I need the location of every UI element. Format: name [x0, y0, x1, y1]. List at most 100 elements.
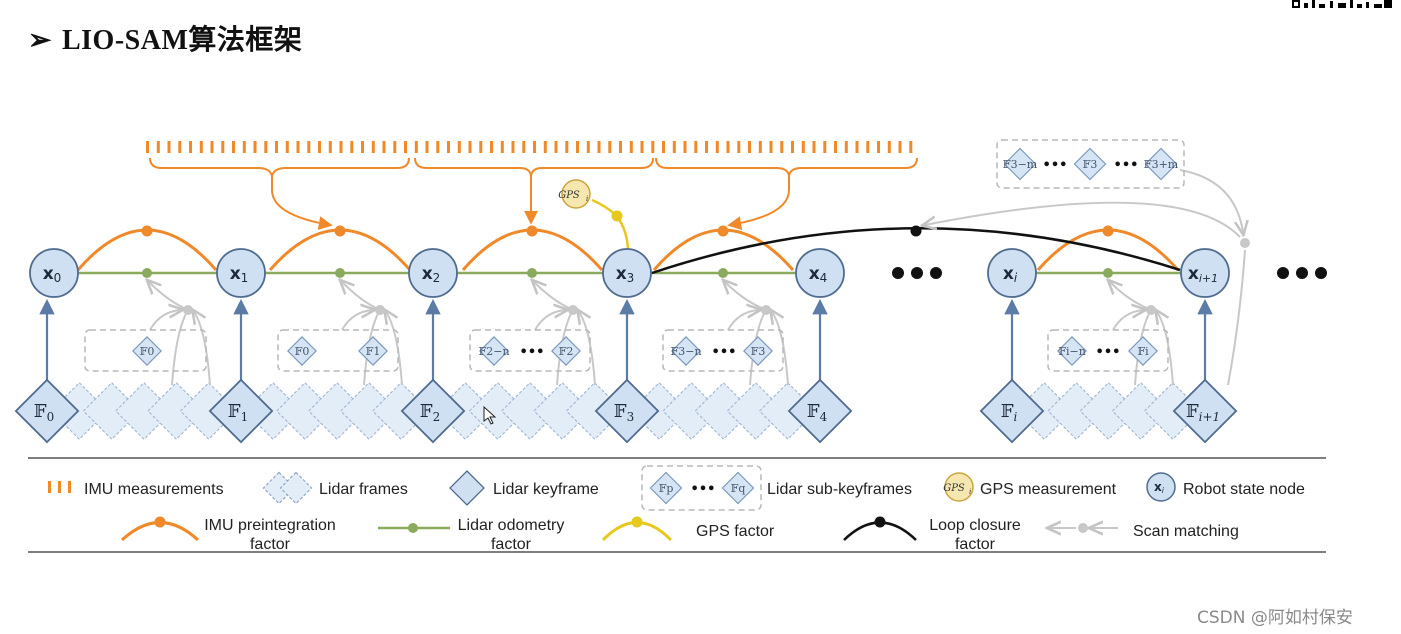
imu-tick: [791, 141, 794, 153]
svg-text:•••: •••: [712, 345, 737, 360]
state-node-xi: xi: [987, 248, 1037, 298]
legend-lidar-odometry-factor: Lidar odometry factor: [378, 517, 564, 553]
state-node-x0: x0: [29, 248, 79, 298]
imu-tick: [672, 141, 676, 153]
imu-tick: [350, 141, 354, 153]
keyframe-f4: 𝔽4: [787, 378, 853, 444]
imu-tick: [662, 141, 665, 153]
svg-text:𝔽3: 𝔽3: [1083, 158, 1098, 171]
keyframe-f0: 𝔽0: [14, 378, 80, 444]
state-node-x1: x1: [216, 248, 266, 298]
scan-matching-link: [1110, 282, 1174, 386]
imu-tick: [898, 141, 902, 153]
svg-text:𝔽3−n: 𝔽3−n: [670, 345, 701, 358]
imu-tick: [404, 141, 407, 153]
imu-tick: [877, 141, 880, 153]
gps-measurement-node: GPS i: [558, 179, 591, 209]
svg-text:factor: factor: [955, 536, 996, 553]
svg-text:IMU measurements: IMU measurements: [84, 481, 224, 498]
imu-bracket-2: [414, 157, 654, 225]
subkeyframe-box-1: 𝔽0: [84, 329, 207, 372]
subkeyframe-box-3: 𝔽2−n ••• 𝔽2: [469, 329, 591, 372]
svg-text:𝔽2: 𝔽2: [559, 345, 574, 358]
svg-text:GPS: GPS: [943, 483, 965, 494]
imu-tick: [629, 141, 633, 153]
svg-text:x3: x3: [616, 264, 635, 285]
svg-text:𝔽3: 𝔽3: [614, 401, 634, 424]
legend-gps-factor: GPS factor: [601, 516, 775, 542]
svg-text:𝔽0: 𝔽0: [295, 345, 310, 358]
svg-text:𝔽2: 𝔽2: [420, 401, 440, 424]
imu-tick: [436, 141, 440, 153]
svg-text:•••: •••: [520, 345, 545, 360]
subkeyframe-box-2: 𝔽0 𝔽1: [277, 329, 399, 372]
svg-text:Robot state node: Robot state node: [1183, 481, 1305, 498]
imu-tick: [232, 141, 235, 153]
lidar-frame: [1079, 381, 1138, 441]
title-arrow-icon: ➢: [28, 25, 52, 56]
lidar-frame: [275, 381, 335, 441]
svg-text:𝔽1: 𝔽1: [228, 401, 248, 424]
loop-closure-factor: [651, 225, 1181, 275]
svg-text:Scan matching: Scan matching: [1133, 523, 1239, 540]
imu-tick: [758, 141, 762, 153]
imu-tick: [812, 141, 816, 153]
lidar-frame: [694, 381, 753, 441]
imu-tick: [834, 141, 837, 153]
svg-text:factor: factor: [491, 536, 532, 553]
imu-tick: [586, 141, 590, 153]
legend-scan-matching: Scan matching: [1050, 523, 1239, 540]
imu-tick: [210, 141, 214, 153]
svg-text:𝔽3+m: 𝔽3+m: [1144, 158, 1179, 171]
imu-tick: [522, 141, 526, 153]
imu-bracket-3: [655, 157, 918, 231]
page-title: ➢LIO-SAM算法框架: [28, 18, 302, 58]
svg-text:x1: x1: [230, 264, 249, 285]
imu-tick: [468, 141, 472, 153]
mouse-cursor-icon: [483, 405, 497, 425]
imu-tick: [823, 141, 827, 153]
imu-tick: [801, 141, 805, 153]
ellipsis-dots-right: [1277, 267, 1327, 279]
svg-text:factor: factor: [250, 536, 291, 553]
legend-lidar-frames: Lidar frames: [262, 471, 408, 505]
csdn-watermark: CSDN @阿如村保安: [1197, 608, 1353, 628]
subkeyframe-box-5: 𝔽i−n ••• 𝔽i: [1047, 329, 1169, 372]
imu-tick: [414, 141, 418, 153]
legend-imu-preintegration-factor: IMU preintegration factor: [120, 516, 336, 553]
imu-tick: [167, 141, 171, 153]
svg-text:i: i: [586, 195, 588, 203]
state-node-x3: x3: [602, 248, 652, 298]
svg-text:•••: •••: [1043, 158, 1068, 173]
imu-tick: [780, 141, 784, 153]
imu-tick: [189, 141, 192, 153]
scan-matching-link: [725, 282, 789, 386]
imu-tick: [447, 141, 450, 153]
imu-tick: [146, 141, 149, 153]
scan-matching-link: [342, 282, 403, 386]
svg-text:xi: xi: [1003, 264, 1018, 285]
imu-tick: [640, 141, 644, 153]
lidar-frame: [500, 381, 560, 441]
imu-tick: [608, 141, 612, 153]
legend-loop-closure-factor: Loop closure factor: [843, 516, 1021, 553]
svg-text:𝔽i: 𝔽i: [1001, 401, 1018, 424]
imu-tick: [554, 141, 558, 153]
svg-text:GPS: GPS: [558, 190, 580, 201]
keyframe-fi1: 𝔽i+1: [1172, 378, 1238, 444]
lidar-frame: [726, 381, 785, 441]
legend-gps-measurement: GPS i GPS measurement: [943, 472, 1117, 502]
lidar-frame: [307, 381, 367, 441]
lidar-frame: [468, 381, 527, 441]
imu-tick: [597, 141, 601, 153]
svg-text:Loop closure: Loop closure: [929, 517, 1021, 534]
legend-imu-measurements: IMU measurements: [48, 481, 224, 498]
svg-text:𝔽p: 𝔽p: [659, 482, 674, 495]
state-node-x2: x2: [408, 248, 458, 298]
svg-text:x2: x2: [422, 264, 441, 285]
subkeyframe-box-top: 𝔽3−m ••• 𝔽3 ••• 𝔽3+m: [996, 139, 1185, 189]
imu-tick: [361, 141, 364, 153]
imu-tick: [264, 141, 268, 153]
imu-tick: [307, 141, 311, 153]
